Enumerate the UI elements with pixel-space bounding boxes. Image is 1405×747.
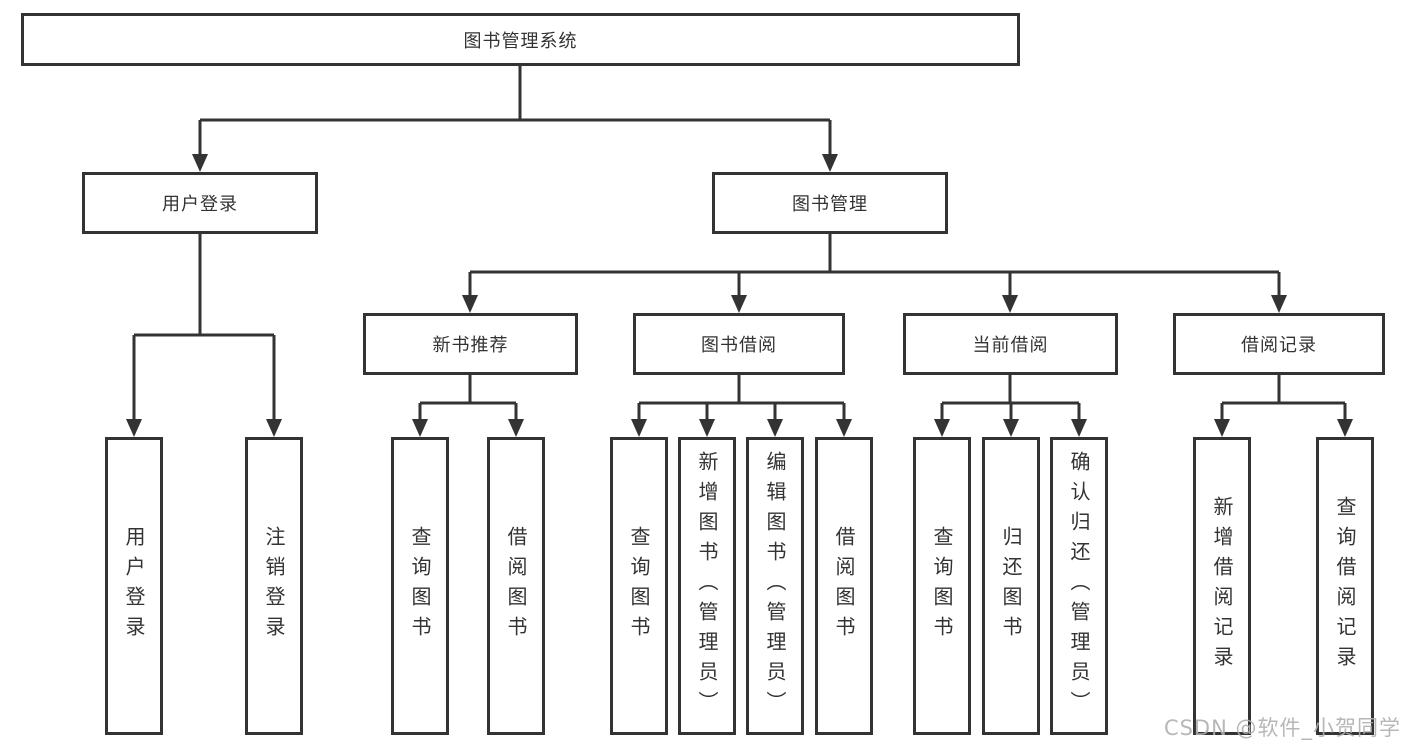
leaf-label: 注销登录 (262, 526, 286, 646)
node-borrowing-records: 借阅记录 (1173, 313, 1385, 375)
leaf-label: 编辑图书（管理员） (763, 451, 787, 721)
leaf-label: 确认归还（管理员） (1067, 451, 1091, 721)
connector-user-login-to-leaves (126, 234, 282, 437)
csdn-watermark: CSDN @软件_小贺同学 (1163, 716, 1401, 740)
leaf-bb-edit-books-admin: 编辑图书（管理员） (746, 437, 804, 735)
node-user-login: 用户登录 (82, 172, 318, 234)
connector-book-borrowing-to-leaves (631, 375, 852, 437)
leaf-cb-confirm-return-admin: 确认归还（管理员） (1050, 437, 1108, 735)
leaf-label: 查询借阅记录 (1333, 496, 1357, 676)
leaf-label: 借阅图书 (832, 526, 856, 646)
connector-borrowing-records-to-leaves (1214, 375, 1353, 437)
connector-root-to-level2 (192, 66, 838, 172)
leaf-bb-query-books: 查询图书 (610, 437, 668, 735)
node-library-management-system: 图书管理系统 (21, 13, 1020, 66)
connector-book-management-to-level3 (462, 234, 1287, 313)
leaf-logout-login: 注销登录 (245, 437, 303, 735)
leaf-cb-query-books: 查询图书 (913, 437, 971, 735)
node-current-borrowing: 当前借阅 (903, 313, 1118, 375)
leaf-label: 归还图书 (999, 526, 1023, 646)
leaf-label: 查询图书 (408, 526, 432, 646)
node-new-book-recommendation: 新书推荐 (363, 313, 578, 375)
connector-new-book-recommendation-to-leaves (412, 375, 524, 437)
leaf-user-login: 用户登录 (105, 437, 163, 735)
node-book-management: 图书管理 (712, 172, 948, 234)
leaf-nbr-borrow-books: 借阅图书 (487, 437, 545, 735)
connector-current-borrowing-to-leaves (934, 375, 1087, 437)
leaf-br-query-borrow-record: 查询借阅记录 (1316, 437, 1374, 735)
leaf-nbr-query-books: 查询图书 (391, 437, 449, 735)
leaf-label: 新增借阅记录 (1210, 496, 1234, 676)
leaf-bb-add-books-admin: 新增图书（管理员） (678, 437, 736, 735)
leaf-br-add-borrow-record: 新增借阅记录 (1193, 437, 1251, 735)
leaf-label: 查询图书 (930, 526, 954, 646)
leaf-label: 用户登录 (122, 526, 146, 646)
leaf-cb-return-books: 归还图书 (982, 437, 1040, 735)
leaf-bb-borrow-books: 借阅图书 (815, 437, 873, 735)
node-book-borrowing: 图书借阅 (633, 313, 845, 375)
leaf-label: 新增图书（管理员） (695, 451, 719, 721)
leaf-label: 查询图书 (627, 526, 651, 646)
leaf-label: 借阅图书 (504, 526, 528, 646)
